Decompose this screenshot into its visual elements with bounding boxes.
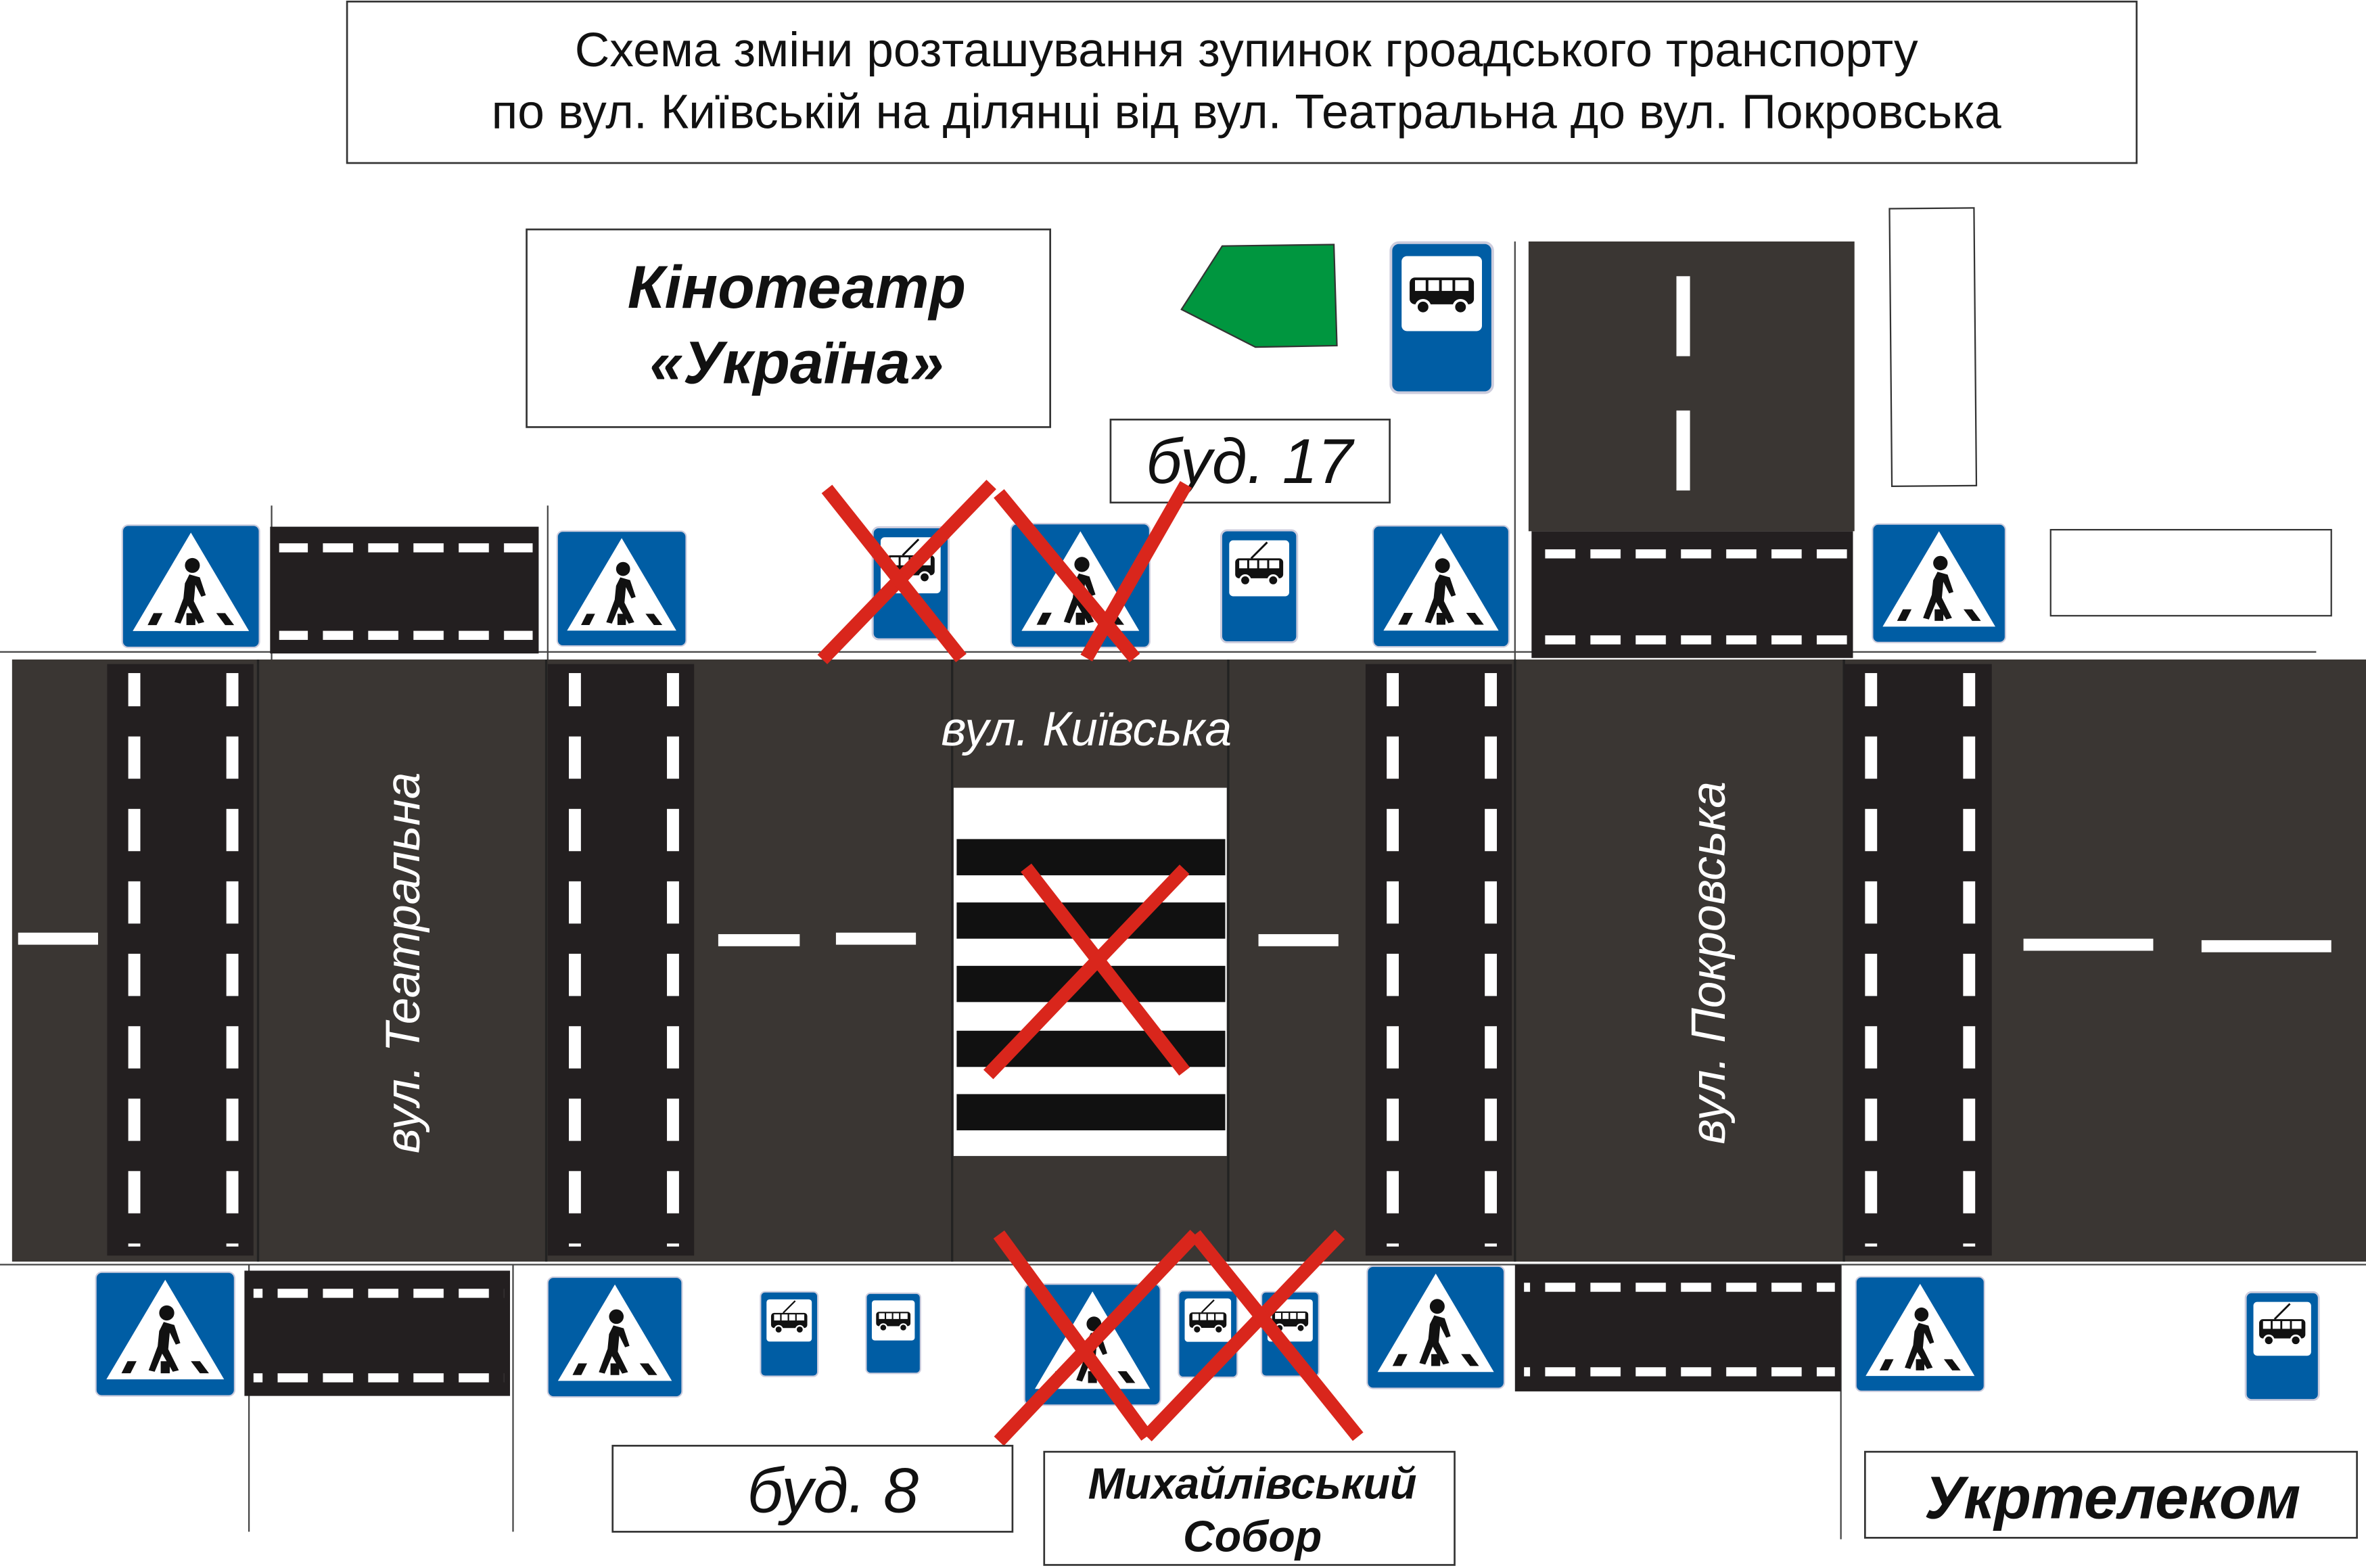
pedestrian-crossing-sign: [556, 530, 687, 647]
kyivska-street-label: вул. Київська: [941, 702, 1232, 756]
pedestrian-crossing-sign: [95, 1271, 236, 1397]
bus-stop-sign: [865, 1292, 921, 1375]
pokrovska-north-road: [1528, 241, 1855, 532]
trolleybus-stop-sign: [760, 1291, 819, 1377]
crosswalk-markings: [107, 526, 1992, 1396]
cathedral-name-line-2: Собор: [1183, 1511, 1322, 1561]
pedestrian-crossing-sign: [1872, 523, 2006, 643]
cinema-label-box: Кінотеатр «Україна»: [526, 228, 1052, 428]
title-line-2: по вул. Київській на ділянці від вул. Те…: [492, 85, 2001, 139]
building-17-box: буд. 17: [1109, 418, 1391, 504]
teatralna-street-label: вул. Театральна: [376, 773, 430, 1154]
pokrovska-street-label: вул. Покровська: [1681, 781, 1736, 1145]
ukrtelecom-label-box: Укртелеком: [1864, 1450, 2358, 1539]
green-area: [1180, 244, 1338, 348]
title-box: Схема зміни розташування зупинок гроадсь…: [346, 0, 2138, 164]
pedestrian-crossing-sign: [121, 524, 260, 649]
trolleybus-stop-sign: [2244, 1291, 2320, 1402]
cathedral-name-line-1: Михайлівський: [1088, 1458, 1417, 1508]
building-17-label: буд. 17: [1146, 425, 1354, 497]
pedestrian-crossing-sign: [1855, 1276, 1985, 1392]
building-8-box: буд. 8: [611, 1444, 1014, 1533]
building-outline: [1888, 207, 1978, 488]
pedestrian-crossing-sign: [547, 1276, 683, 1398]
pedestrian-crossing-sign: [1366, 1265, 1506, 1389]
bus-stop-sign-top-right: [1391, 243, 1492, 393]
trolleybus-stop-sign: [1220, 529, 1299, 644]
cathedral-label-box: Михайлівський Собор: [1043, 1450, 1456, 1566]
center-line: [18, 932, 2332, 952]
ukrtelecom-label: Укртелеком: [1924, 1463, 2300, 1531]
pedestrian-crossing-sign: [1372, 525, 1510, 648]
building-outline: [2049, 528, 2332, 617]
title-line-1: Схема зміни розташування зупинок гроадсь…: [575, 23, 1918, 77]
removal-cross-marks: [817, 480, 1364, 1446]
cinema-name-line-1: Кінотеатр: [628, 253, 966, 321]
cinema-name-line-2: «Україна»: [649, 329, 944, 396]
building-8-label: буд. 8: [747, 1454, 919, 1525]
